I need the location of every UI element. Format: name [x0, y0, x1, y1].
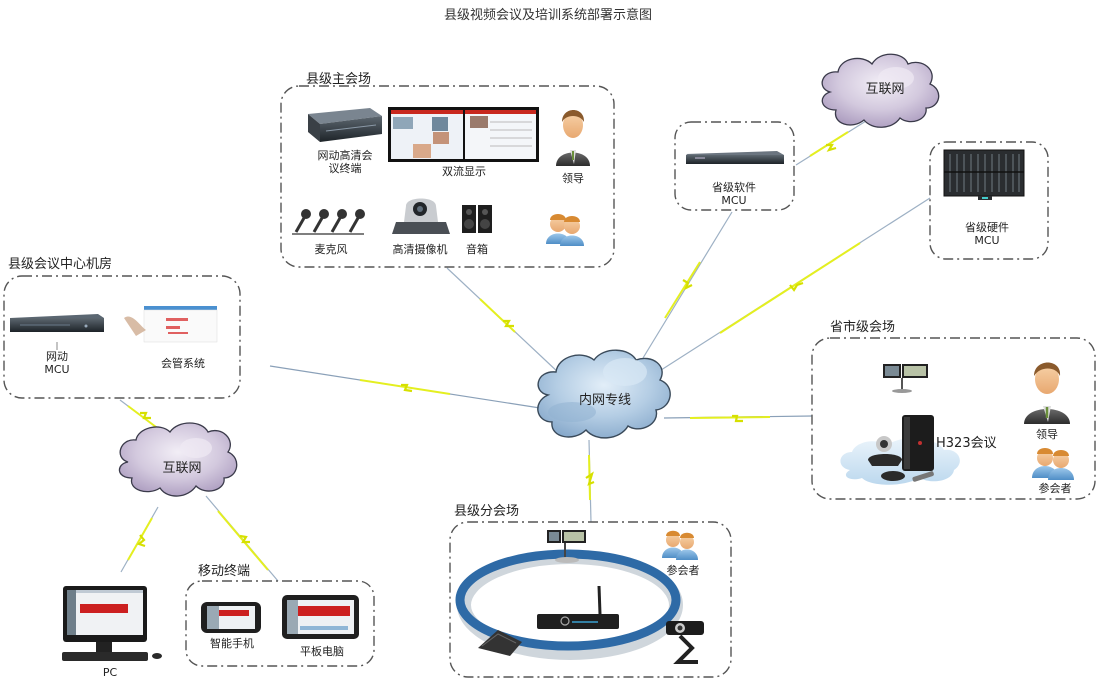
- soft-mcu-icon: [686, 151, 784, 164]
- hd-terminal-icon: [308, 108, 382, 142]
- bolt-icon: [682, 279, 693, 291]
- intranet-cloud: [537, 349, 671, 439]
- bolt-icon: [401, 383, 413, 393]
- link-hard-mcu-intranet: [657, 197, 931, 373]
- hard-mcu-label-line1: 省级硬件: [965, 221, 1009, 234]
- microphone-icon: [292, 209, 365, 235]
- participants-label: 参会者: [666, 564, 700, 577]
- internet-left-cloud-label: 互联网: [162, 461, 202, 476]
- bolt-icon: [732, 414, 743, 423]
- leader-icon: [1024, 362, 1070, 424]
- conference-phone-icon: [478, 630, 522, 656]
- bolt-icon: [503, 319, 514, 328]
- mcu-label: 网动 MCU: [27, 350, 87, 376]
- hd-terminal-label-line2: 议终端: [328, 162, 362, 175]
- link-main-venue-intranet: [446, 267, 561, 375]
- branch-venue-box: [449, 521, 732, 678]
- conference-ring-icon: [455, 549, 683, 660]
- hard-mcu-box: [929, 141, 1049, 260]
- link-internet-pc: [120, 506, 159, 573]
- smartphone-label: 智能手机: [210, 637, 254, 650]
- branch-venue-title: 县级分会场: [454, 504, 520, 519]
- mobile-title: 移动终端: [198, 564, 251, 579]
- microphone-label: 麦克风: [314, 243, 348, 256]
- link-soft-mcu-intranet: [642, 211, 733, 359]
- link-intranet-branch: [585, 439, 595, 523]
- participants-icon: [1032, 448, 1074, 480]
- leader-icon: [556, 110, 590, 166]
- participants-label: 参会者: [1038, 482, 1072, 495]
- soft-mcu-label-line2: MCU: [721, 194, 747, 207]
- connection-links: [119, 120, 931, 582]
- mobile-box: [185, 580, 375, 667]
- h323-system-icon: [840, 415, 960, 485]
- dual-display-label: 双流显示: [442, 165, 486, 178]
- webcam-icon: [666, 621, 704, 664]
- main-venue-box: [280, 85, 615, 268]
- internet-cloud-top: [821, 53, 940, 128]
- tablet-label: 平板电脑: [300, 645, 344, 658]
- leader-label: 领导: [1036, 428, 1058, 441]
- internet-top-cloud-label: 互联网: [865, 82, 905, 97]
- set-top-box-icon: [537, 585, 619, 629]
- speaker-label: 音箱: [466, 243, 488, 256]
- leader-label: 领导: [562, 172, 584, 185]
- county-center-title: 县级会议中心机房: [8, 257, 113, 272]
- link-internet-mobile: [205, 495, 279, 582]
- link-center-intranet: [269, 365, 541, 409]
- link-provincial-venue-intranet: [663, 414, 813, 423]
- hard-mcu-label-line2: MCU: [974, 234, 1000, 247]
- pc-icon: [62, 586, 162, 661]
- main-venue-title: 县级主会场: [306, 72, 372, 87]
- participants-icon: [662, 530, 698, 560]
- link-soft-mcu-internet: [795, 120, 867, 166]
- soft-mcu-label-line1: 省级软件: [712, 181, 756, 194]
- dual-screen-terminal-icon: [547, 530, 586, 563]
- bolt-icon: [140, 411, 151, 420]
- intranet-cloud-label: 内网专线: [578, 393, 631, 408]
- bolt-icon: [585, 471, 595, 486]
- soft-mcu-label: 省级软件 MCU: [694, 181, 774, 207]
- county-center-box: [3, 275, 241, 399]
- bolt-icon: [239, 534, 250, 544]
- dual-screen-terminal-icon: [883, 364, 928, 393]
- hard-mcu-icon: [943, 149, 1025, 200]
- bolt-icon: [789, 281, 804, 292]
- mcu-label-line2: MCU: [44, 363, 70, 376]
- provincial-venue-title: 省市级会场: [830, 320, 896, 335]
- management-system-icon: [124, 306, 218, 343]
- mcu-rack-icon: [10, 314, 104, 350]
- tablet-icon: [282, 595, 359, 639]
- hd-terminal-label-line1: 网动高清会: [317, 149, 373, 162]
- h323-label: H323会议: [936, 436, 997, 451]
- dual-display-icon: [388, 107, 539, 162]
- hd-terminal-label: 网动高清会 议终端: [300, 149, 390, 175]
- participants-icon: [546, 214, 584, 246]
- provincial-venue-box: [811, 337, 1096, 500]
- hd-camera-label: 高清摄像机: [392, 243, 448, 256]
- internet-cloud-left: [118, 422, 238, 497]
- mcu-label-line1: 网动: [46, 350, 68, 363]
- bolt-icon: [826, 143, 837, 152]
- speaker-icon: [462, 205, 492, 233]
- pc-label: PC: [102, 666, 118, 679]
- hd-camera-icon: [392, 198, 450, 234]
- management-system-label: 会管系统: [161, 357, 205, 370]
- smartphone-icon: [201, 602, 261, 633]
- soft-mcu-box: [674, 121, 795, 211]
- hard-mcu-label: 省级硬件 MCU: [947, 221, 1027, 247]
- bolt-icon: [136, 534, 146, 548]
- diagram-title: 县级视频会议及培训系统部署示意图: [443, 8, 652, 23]
